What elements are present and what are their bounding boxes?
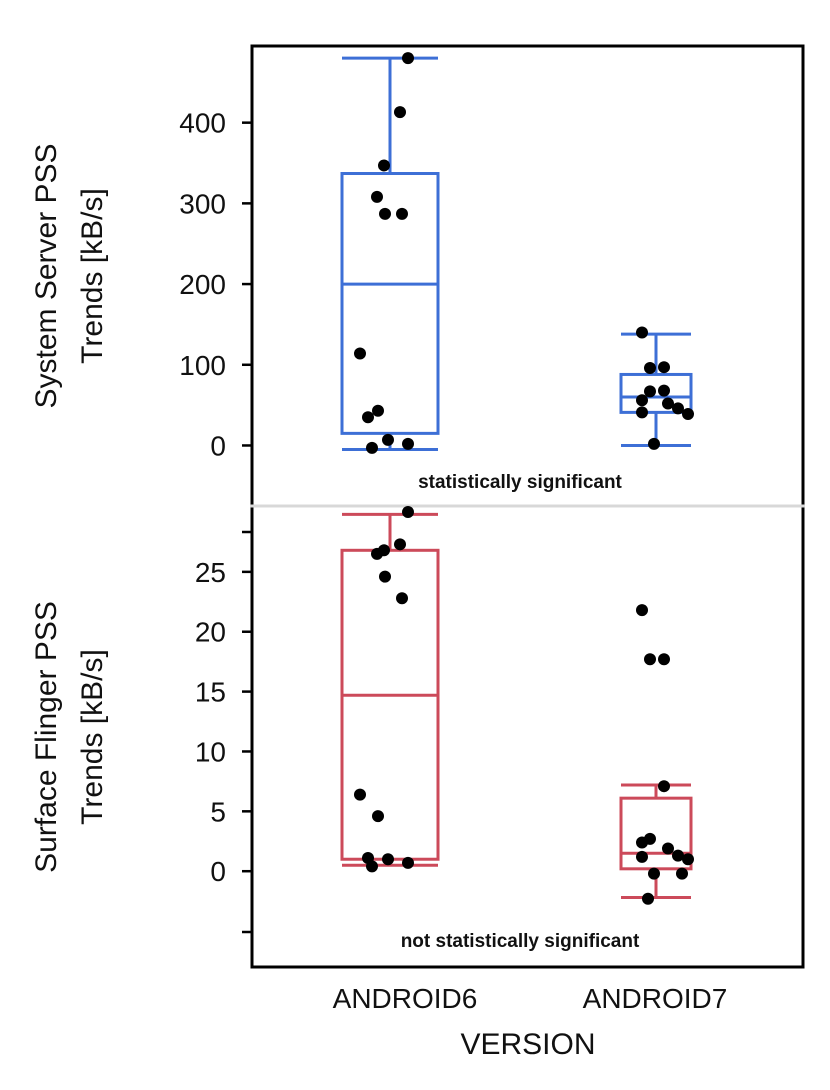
data-point	[636, 836, 648, 849]
box-iqr	[619, 372, 693, 414]
x-tick-label-android6: ANDROID6	[333, 983, 478, 1014]
data-point	[366, 441, 378, 454]
data-point	[644, 362, 656, 374]
data-point	[354, 347, 366, 360]
data-point	[402, 437, 414, 450]
significance-note: statistically significant	[418, 472, 622, 493]
data-point	[396, 207, 408, 220]
data-point	[378, 159, 390, 172]
data-point	[662, 842, 674, 855]
data-point	[371, 190, 383, 203]
data-point	[402, 505, 414, 518]
box-iqr	[340, 548, 440, 861]
data-point	[636, 326, 648, 339]
data-point	[396, 592, 408, 605]
data-point	[394, 106, 406, 119]
data-point	[379, 207, 391, 220]
y-tick-label: 0	[210, 856, 226, 887]
data-point	[402, 52, 414, 65]
y-tick-label: 10	[195, 736, 226, 767]
data-point	[682, 853, 694, 866]
data-point	[636, 604, 648, 617]
y-tick-label: 0	[210, 430, 226, 461]
data-point	[644, 653, 656, 666]
y-axis-title-line: Trends [kB/s]	[76, 649, 109, 825]
data-point	[354, 788, 366, 801]
y-axis-title-line: Trends [kB/s]	[76, 188, 109, 364]
y-axis-title-line: Surface Flinger PSS	[30, 601, 63, 873]
data-point	[672, 402, 684, 415]
data-point	[636, 406, 648, 419]
data-point	[658, 384, 670, 397]
data-point	[682, 408, 694, 420]
data-point	[658, 653, 670, 666]
data-point	[658, 361, 670, 374]
y-tick-label: 100	[179, 350, 226, 381]
data-point	[644, 385, 656, 398]
data-point	[648, 437, 660, 450]
data-point	[636, 394, 648, 407]
y-tick-label: 15	[195, 677, 226, 708]
significance-note: not statistically significant	[401, 931, 640, 952]
data-point	[382, 433, 394, 446]
data-point	[402, 856, 414, 869]
data-point	[658, 780, 670, 793]
y-tick-label: 25	[195, 557, 226, 588]
data-point	[676, 867, 688, 880]
data-point	[371, 547, 383, 560]
data-point	[362, 411, 374, 424]
y-tick-label: 5	[210, 796, 226, 827]
data-point	[394, 538, 406, 551]
box-iqr	[340, 172, 440, 435]
y-tick-label: 200	[179, 269, 226, 300]
data-point	[672, 849, 684, 862]
y-axis-title-line: System Server PSS	[30, 143, 63, 408]
data-point	[366, 860, 378, 873]
data-point	[379, 570, 391, 583]
x-axis-title: VERSION	[460, 1028, 595, 1061]
data-point	[648, 867, 660, 880]
data-point	[662, 397, 674, 410]
x-tick-label-android7: ANDROID7	[583, 983, 728, 1014]
data-point	[382, 853, 394, 866]
data-point	[372, 404, 384, 417]
y-tick-label: 20	[195, 617, 226, 648]
data-point	[642, 892, 654, 905]
data-point	[636, 850, 648, 863]
data-point	[372, 810, 384, 823]
y-tick-label: 300	[179, 188, 226, 219]
y-tick-label: 400	[179, 108, 226, 139]
